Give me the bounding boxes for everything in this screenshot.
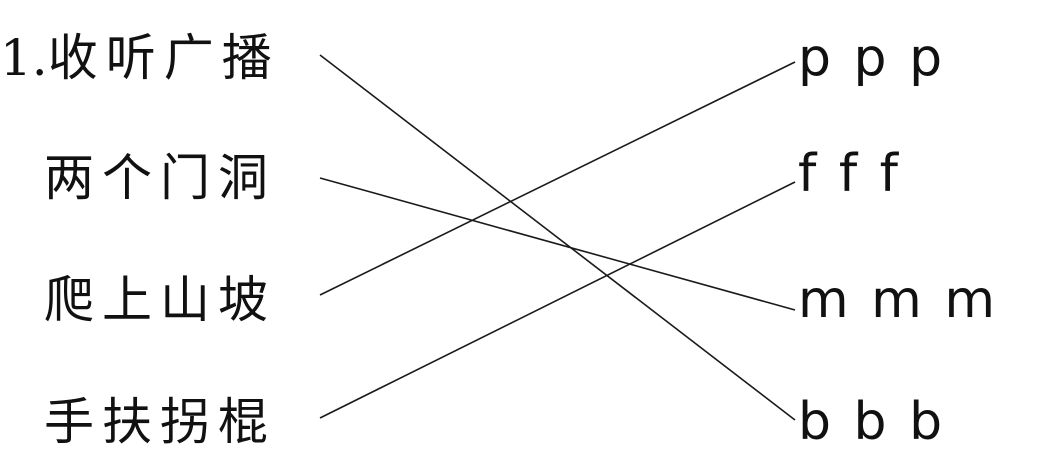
word-item: 两个门洞 — [44, 148, 276, 208]
word-text: 爬上山坡 — [44, 271, 276, 329]
word-text: 收听广播 — [47, 29, 280, 87]
question-number: 1. — [0, 29, 48, 87]
word-item: 爬上山坡 — [44, 270, 276, 330]
link-line — [319, 54, 796, 421]
word-item: 手扶拐棍 — [44, 392, 276, 452]
link-line — [319, 61, 796, 296]
sound-item: p p p — [798, 28, 943, 88]
link-line — [319, 177, 796, 311]
word-text: 手扶拐棍 — [44, 393, 276, 451]
sound-item: b b b — [798, 392, 943, 452]
sound-item: f f f — [798, 144, 898, 204]
link-line — [319, 181, 796, 419]
sound-item: m m m — [798, 270, 996, 330]
word-item: 1.收听广播 — [0, 28, 280, 88]
word-text: 两个门洞 — [44, 149, 276, 207]
